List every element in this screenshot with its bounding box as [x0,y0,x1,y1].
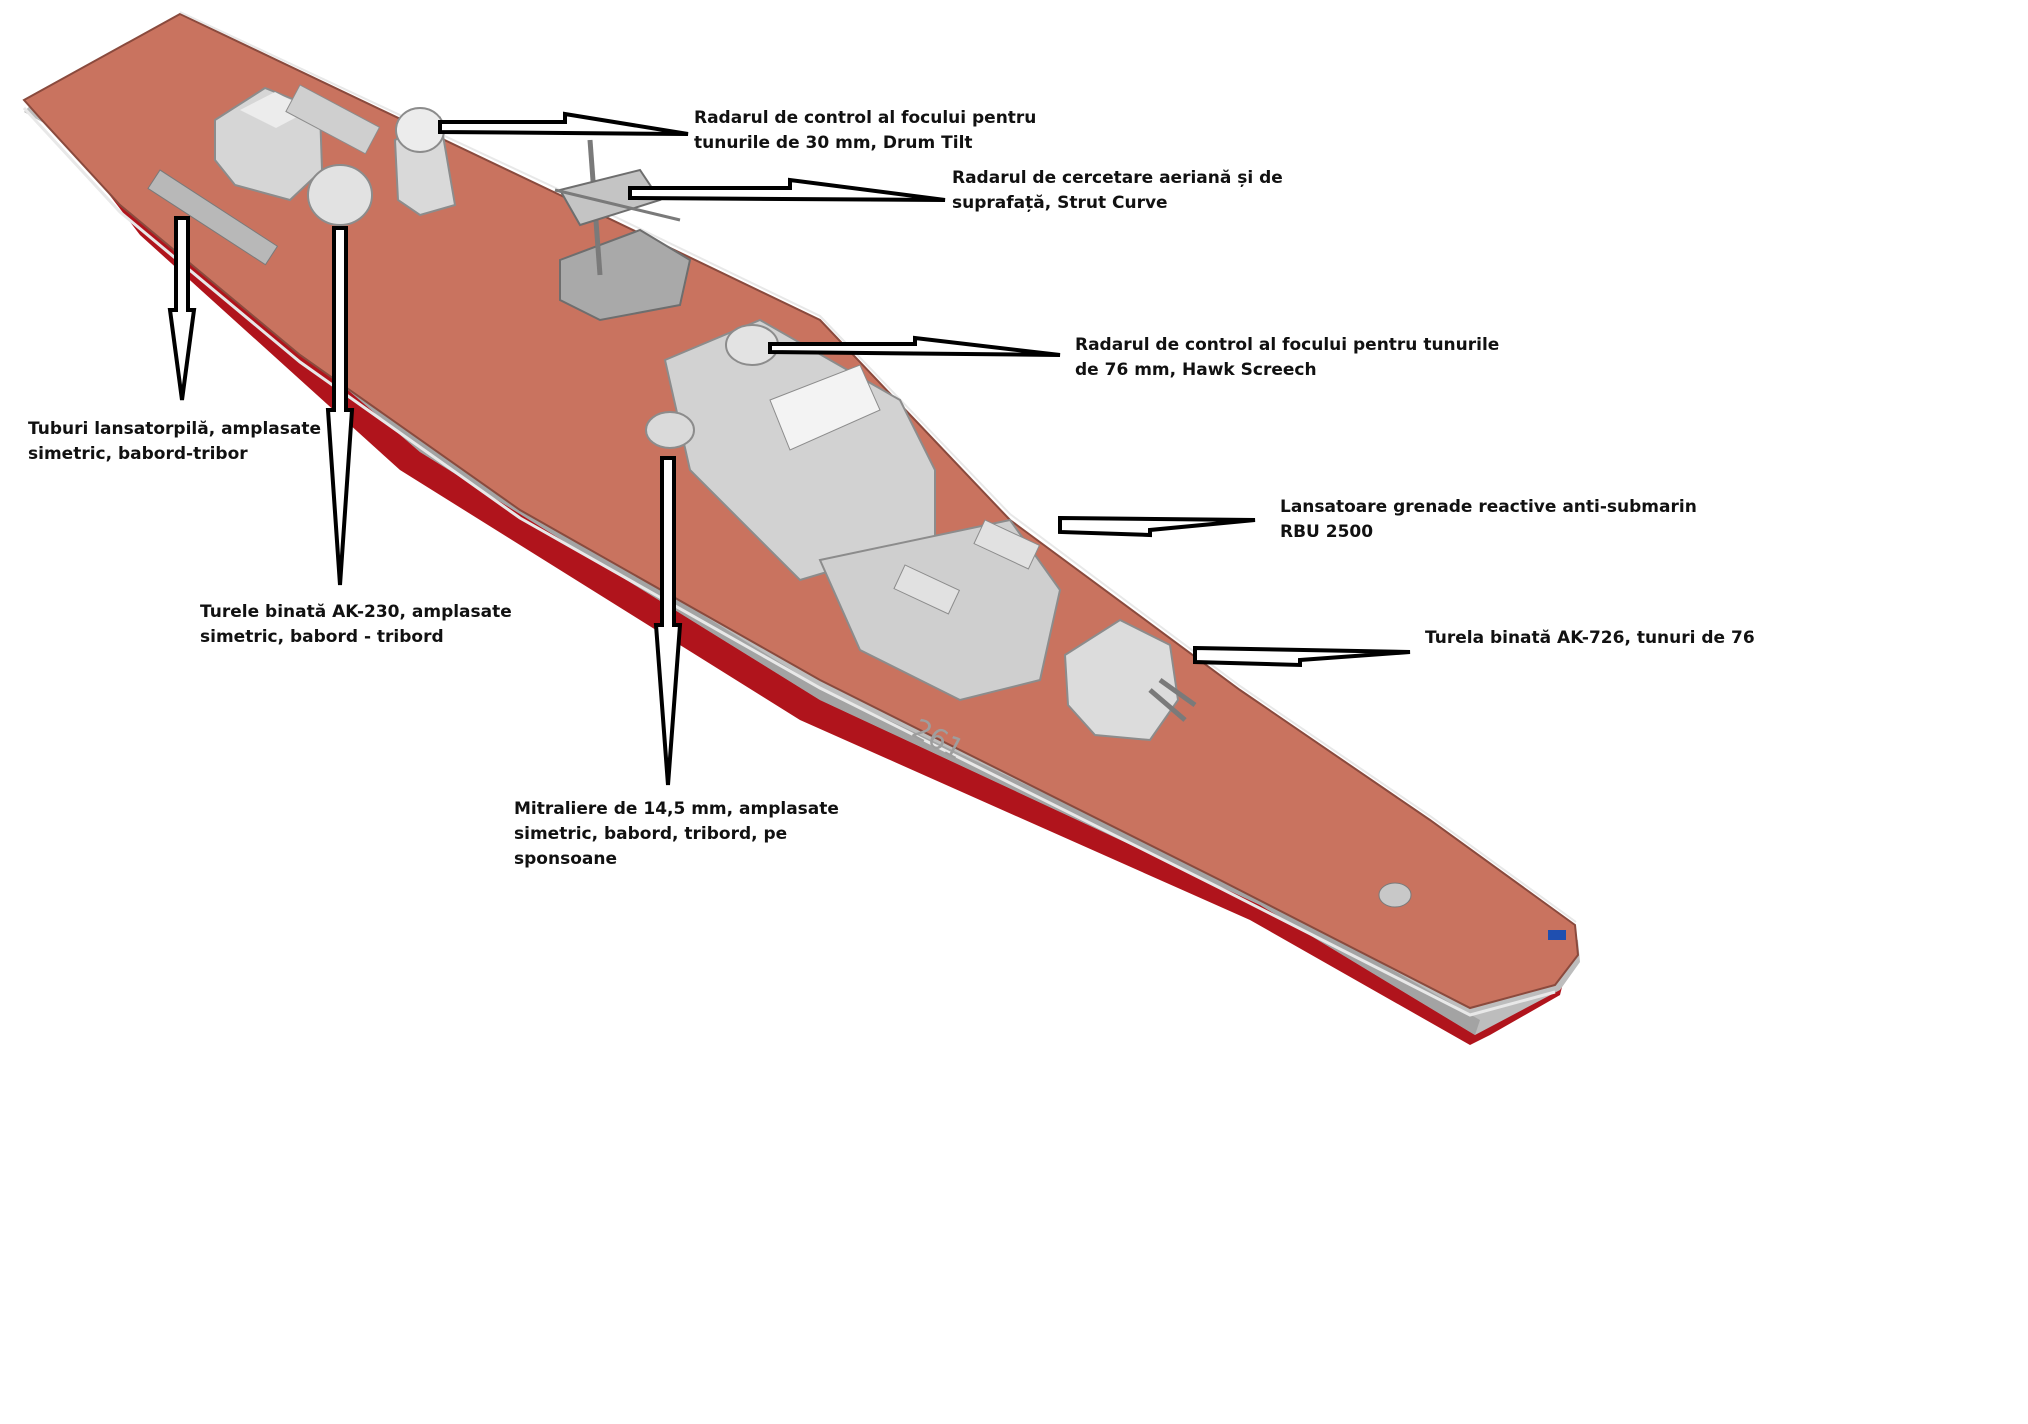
mast-base [559,228,692,322]
arrow-strut-curve [628,177,946,202]
label-strut-curve: Radarul de cercetare aeriană și de supra… [952,168,1283,213]
aft-mast-group [393,107,457,217]
hull-side-shadow [60,128,1480,1035]
arrow-torpedo-tubes [167,216,197,401]
bridge-group [645,318,936,582]
arrow-rbu-2500 [1058,515,1256,538]
arrow-ak-726 [1193,645,1411,668]
rbu-launcher-1 [973,519,1041,570]
label-hawk-screech: Radarul de control al focului pentru tun… [1075,335,1500,380]
label-rbu-2500: Lansatoare grenade reactive anti-submari… [1280,497,1697,542]
machine-gun-sponson [645,411,695,449]
arrow-hawk-screech [768,335,1061,357]
label-torpedo-tubes: Tuburi lansatorpilă, amplasate simetric,… [28,419,321,464]
aft-launcher [285,84,381,155]
mast-yard [554,188,681,222]
label-drum-tilt: Radarul de control al focului pentru tun… [694,108,1037,153]
ak726-turret-group [1063,618,1197,742]
label-ak-230: Turele binată AK-230, amplasate simetric… [200,602,512,647]
forward-deckhouse [818,518,1062,702]
bow-flag [1548,930,1566,940]
arrow-machine-guns [653,456,683,786]
ak726-barrel-2 [1158,677,1197,708]
bow-fittings [1378,882,1566,940]
anchor-winch [1378,882,1412,908]
arrow-ak-230 [325,226,355,586]
bridge-windows [769,364,881,451]
ak230-turret-port [307,164,373,226]
ak726-barrel-1 [1148,688,1187,722]
rbu-launcher-2 [893,564,961,615]
label-ak-726: Turela binată AK-726, tunuri de 76 [1425,628,1755,648]
ak726-turret [1063,618,1180,742]
label-machine-guns: Mitraliere de 14,5 mm, amplasate simetri… [514,799,839,869]
torpedo-tube-port [147,169,279,266]
aft-turret-group [147,84,381,266]
drum-tilt-radar [395,107,445,153]
arrow-drum-tilt [438,111,689,136]
